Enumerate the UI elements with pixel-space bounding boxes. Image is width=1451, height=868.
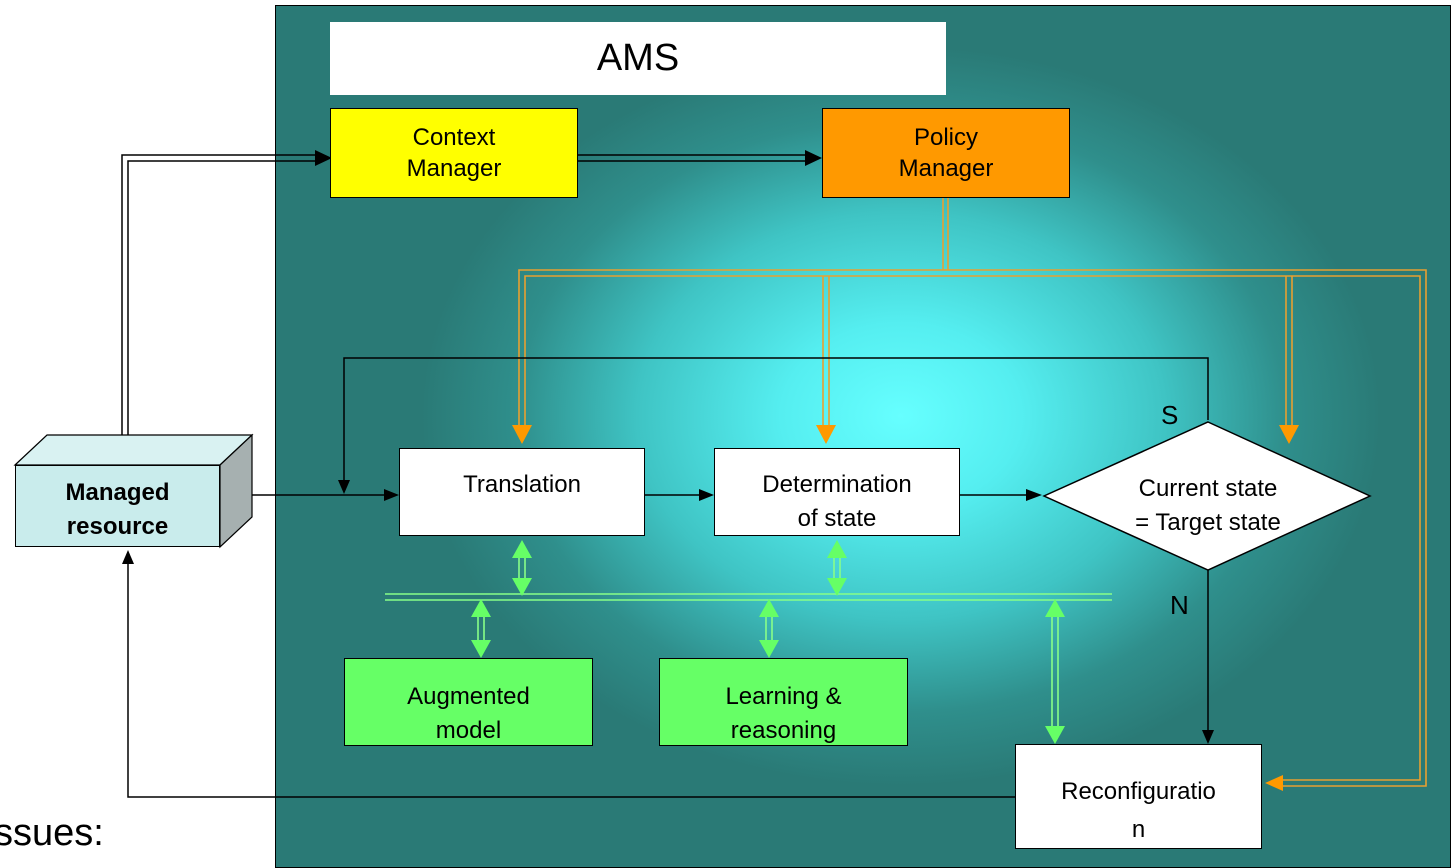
ams-title: AMS [330,22,946,95]
feedback-loop-connector [338,357,1209,494]
policy-manager-label: Policy Manager [898,124,994,182]
decision-to-reconfiguration-connector [1202,570,1214,744]
augmented-model-box: Augmented model [344,658,593,746]
knowledge-bus [385,556,1112,728]
context-to-policy-connector [578,150,822,166]
determination-label: Determination of state [762,471,912,532]
determination-to-decision-connector [960,489,1042,501]
policy-distribution-lines [518,198,1427,787]
issues-text: ssues: [0,812,104,854]
policy-arrowheads [512,425,1299,791]
resource-to-context-connector [121,150,332,446]
policy-manager-box: Policy Manager [822,108,1070,198]
managed-resource-box: Managed resource [15,465,220,547]
resource-to-translation-connector [233,489,399,501]
learning-reasoning-label: Learning & reasoning [725,683,842,744]
decision-no-label: N [1170,590,1189,620]
decision-yes-label: S [1161,400,1179,430]
translation-box: Translation [399,448,645,536]
managed-resource-label: Managed resource [65,479,170,540]
knowledge-bus-arrowheads [471,540,1065,744]
decision-label: Current state = Target state [1135,475,1281,536]
learning-reasoning-box: Learning & reasoning [659,658,908,746]
context-manager-label: Context Manager [406,124,502,182]
context-manager-box: Context Manager [330,108,578,198]
augmented-model-label: Augmented model [407,683,530,744]
translation-label: Translation [463,471,581,498]
determination-box: Determination of state [714,448,960,536]
reconfiguration-label: Reconfiguratio n [1061,777,1216,843]
reconfiguration-box: Reconfiguratio n [1015,744,1262,849]
reconfiguration-to-resource-connector [122,550,1015,798]
managed-resource-cube [13,433,254,549]
translation-to-determination-connector [645,489,714,501]
